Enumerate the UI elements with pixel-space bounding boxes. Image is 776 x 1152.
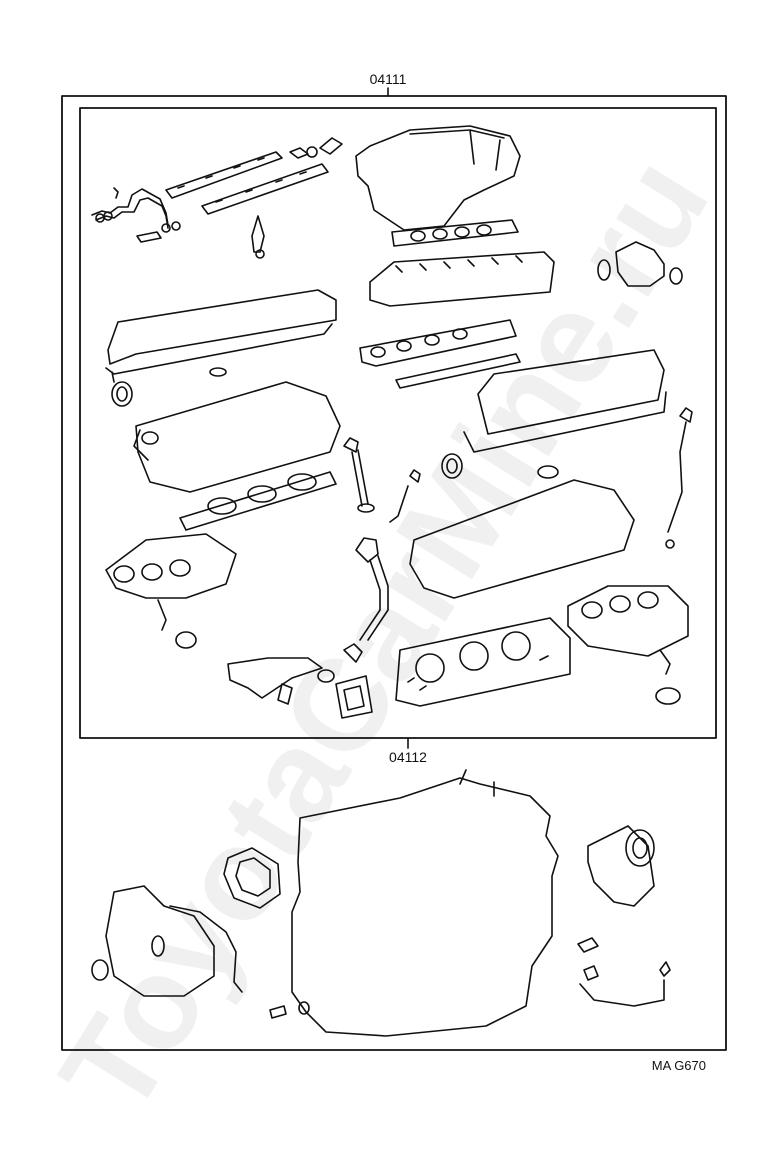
exhaust-gasket-set-upper bbox=[359, 319, 521, 389]
egr-pipe bbox=[343, 537, 389, 663]
cylinder-head-gasket-right bbox=[409, 479, 635, 599]
outer-frame-04112 bbox=[61, 95, 727, 1051]
small-seals-lower bbox=[269, 1001, 310, 1019]
pcv-hose-assembly bbox=[91, 187, 181, 243]
throttle-body-gasket bbox=[335, 675, 373, 719]
egr-valve-adapter bbox=[227, 657, 335, 705]
cylinder-block bbox=[291, 769, 559, 1037]
cylinder-head-cover-left bbox=[105, 289, 337, 407]
cylinder-head-cover-right bbox=[441, 349, 667, 479]
water-outlet-housing bbox=[597, 241, 683, 287]
head-gasket-multi-layer bbox=[395, 617, 571, 707]
exhaust-manifold-left bbox=[105, 533, 237, 649]
oil-strainer-gasket bbox=[577, 937, 671, 1007]
exhaust-manifold-right bbox=[567, 585, 689, 705]
timing-cover-gasket bbox=[91, 885, 243, 997]
water-pump-gasket bbox=[223, 847, 281, 909]
fuel-rail-right bbox=[201, 163, 329, 259]
cylinder-head-gasket-left bbox=[133, 381, 341, 493]
exhaust-manifold-gasket-left bbox=[179, 471, 337, 531]
rear-oil-seal-retainer bbox=[587, 825, 655, 907]
figure-code: MA G670 bbox=[652, 1058, 706, 1073]
intake-plenum bbox=[355, 125, 521, 247]
intake-manifold-gasket bbox=[369, 251, 555, 307]
inner-frame-04111 bbox=[79, 107, 717, 739]
dipstick-guide bbox=[665, 407, 693, 549]
kit-label-04111: 04111 bbox=[370, 71, 407, 87]
kit-label-04112: 04112 bbox=[389, 749, 427, 765]
valve-and-seals bbox=[343, 437, 421, 523]
fuel-rail-left bbox=[165, 137, 343, 199]
